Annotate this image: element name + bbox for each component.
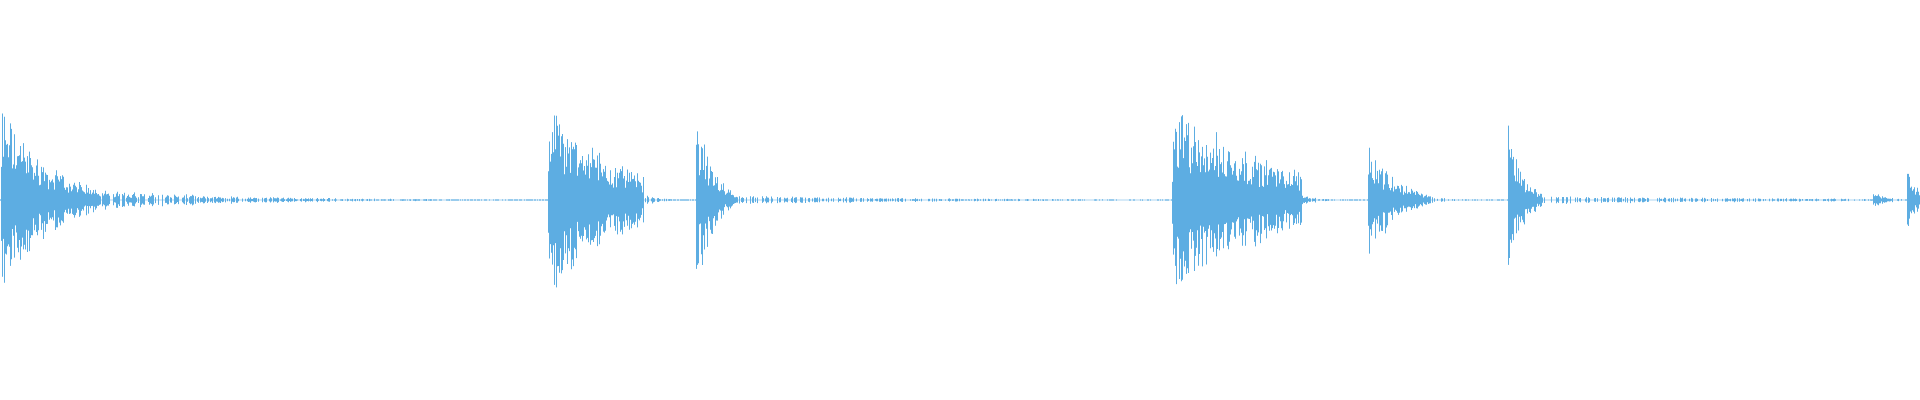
waveform-path	[0, 113, 1920, 288]
waveform-samples	[0, 113, 1920, 288]
